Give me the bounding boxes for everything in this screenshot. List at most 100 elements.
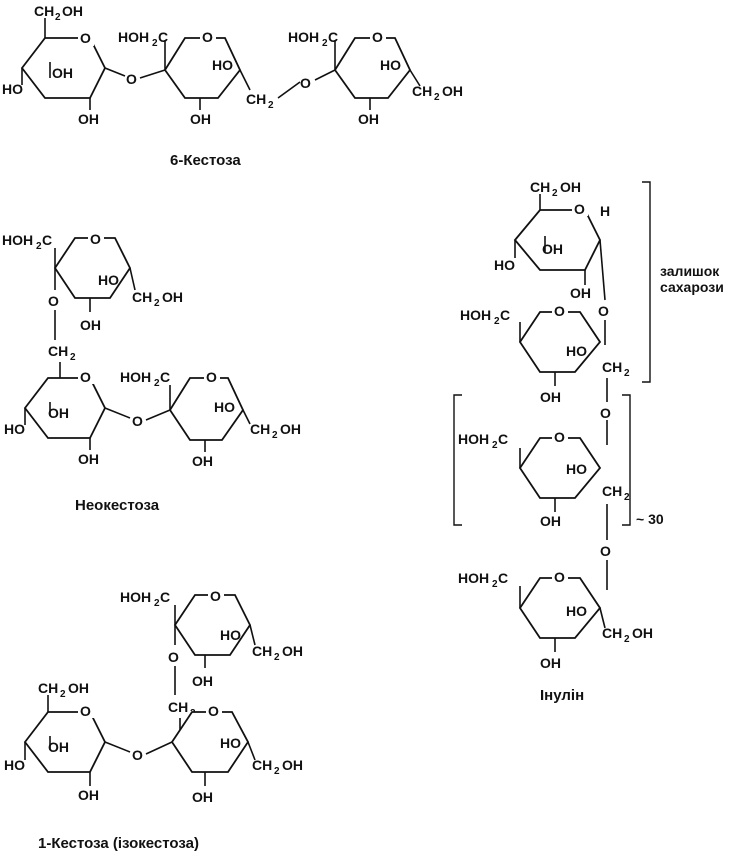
caption-neokestose: Неокестоза [75,497,160,514]
svg-text:OH: OH [68,680,89,696]
svg-text:O: O [598,303,609,319]
svg-text:HO: HO [566,461,587,477]
svg-text:C: C [158,29,168,45]
svg-text:HOH: HOH [288,29,319,45]
svg-text:C: C [498,570,508,586]
svg-text:HO: HO [214,399,235,415]
svg-text:CH: CH [38,680,58,696]
svg-text:OH: OH [540,655,561,671]
svg-text:OH: OH [542,241,563,257]
svg-text:HO: HO [494,257,515,273]
svg-text:CH: CH [602,359,622,375]
svg-text:HO: HO [4,421,25,437]
svg-text:HO: HO [98,272,119,288]
svg-text:CH: CH [252,757,272,773]
svg-text:2: 2 [154,298,160,309]
svg-text:CH: CH [252,643,272,659]
svg-text:HOH: HOH [458,570,489,586]
svg-text:HOH: HOH [120,369,151,385]
svg-text:O: O [574,201,585,217]
svg-text:OH: OH [80,317,101,333]
svg-text:OH: OH [78,787,99,803]
svg-text:OH: OH [632,625,653,641]
svg-text:O: O [554,569,565,585]
svg-text:2: 2 [154,378,160,389]
svg-text:2: 2 [268,100,274,111]
svg-text:OH: OH [570,285,591,301]
svg-text:HO: HO [220,627,241,643]
svg-text:OH: OH [282,643,303,659]
sucrose-residue-label-1: залишок [660,263,720,279]
svg-text:OH: OH [192,453,213,469]
svg-text:HO: HO [4,757,25,773]
svg-text:HOH: HOH [2,232,33,248]
repeat-bracket-right [622,394,631,526]
svg-text:HOH: HOH [460,307,491,323]
ring-oxygen: O [80,30,91,46]
svg-text:2: 2 [624,492,630,503]
svg-text:HOH: HOH [120,589,151,605]
svg-text:2: 2 [492,440,498,451]
svg-text:HO: HO [212,57,233,73]
svg-text:OH: OH [540,389,561,405]
svg-text:2: 2 [274,652,280,663]
svg-text:HO: HO [380,57,401,73]
svg-text:CH: CH [246,91,266,107]
svg-text:OH: OH [540,513,561,529]
svg-text:OH: OH [192,673,213,689]
svg-text:CH: CH [250,421,270,437]
svg-text:O: O [126,71,137,87]
svg-text:HO: HO [566,603,587,619]
svg-text:2: 2 [552,188,558,199]
kestose-6-structure: O CH 2 OH HO OH OH O O HOH 2 C HO OH CH … [2,3,463,169]
svg-text:CH: CH [602,483,622,499]
svg-text:O: O [132,747,143,763]
svg-text:O: O [132,413,143,429]
svg-text:OH: OH [48,405,69,421]
svg-text:O: O [168,649,179,665]
svg-text:O: O [554,303,565,319]
svg-text:CH: CH [412,83,432,99]
svg-text:OH: OH [560,179,581,195]
svg-text:2: 2 [152,38,158,49]
svg-text:HO: HO [220,735,241,751]
svg-text:O: O [600,405,611,421]
svg-text:2: 2 [492,579,498,590]
neokestose-structure: O HOH 2 C HO OH CH 2 OH O CH 2 O HO OH O… [2,226,301,514]
svg-text:O: O [554,429,565,445]
svg-text:CH: CH [132,289,152,305]
svg-text:2: 2 [434,92,440,103]
svg-text:OH: OH [52,65,73,81]
svg-text:OH: OH [162,289,183,305]
svg-text:O: O [90,231,101,247]
svg-text:O: O [300,75,311,91]
svg-text:OH: OH [78,451,99,467]
svg-text:O: O [48,293,59,309]
svg-text:OH: OH [358,111,379,127]
svg-text:O: O [600,543,611,559]
svg-text:H: H [600,203,610,219]
svg-text:CH: CH [168,699,188,715]
caption-kestose-1: 1-Кестоза (ізокестоза) [38,835,199,852]
svg-text:CH: CH [34,3,54,19]
svg-text:O: O [372,29,383,45]
svg-text:2: 2 [60,689,66,700]
svg-text:HOH: HOH [458,431,489,447]
svg-text:C: C [160,369,170,385]
svg-text:2: 2 [274,766,280,777]
svg-text:CH: CH [530,179,550,195]
svg-text:O: O [80,703,91,719]
svg-text:2: 2 [272,430,278,441]
svg-text:OH: OH [282,757,303,773]
svg-text:2: 2 [322,38,328,49]
sucrose-residue-label-2: сахарози [660,279,724,295]
repeat-bracket-left [453,394,462,526]
svg-text:O: O [80,369,91,385]
svg-text:OH: OH [62,3,83,19]
sucrose-residue-bracket [642,181,651,383]
svg-text:2: 2 [624,634,630,645]
svg-text:CH: CH [48,343,68,359]
svg-text:C: C [328,29,338,45]
svg-text:O: O [202,29,213,45]
svg-text:HO: HO [2,81,23,97]
